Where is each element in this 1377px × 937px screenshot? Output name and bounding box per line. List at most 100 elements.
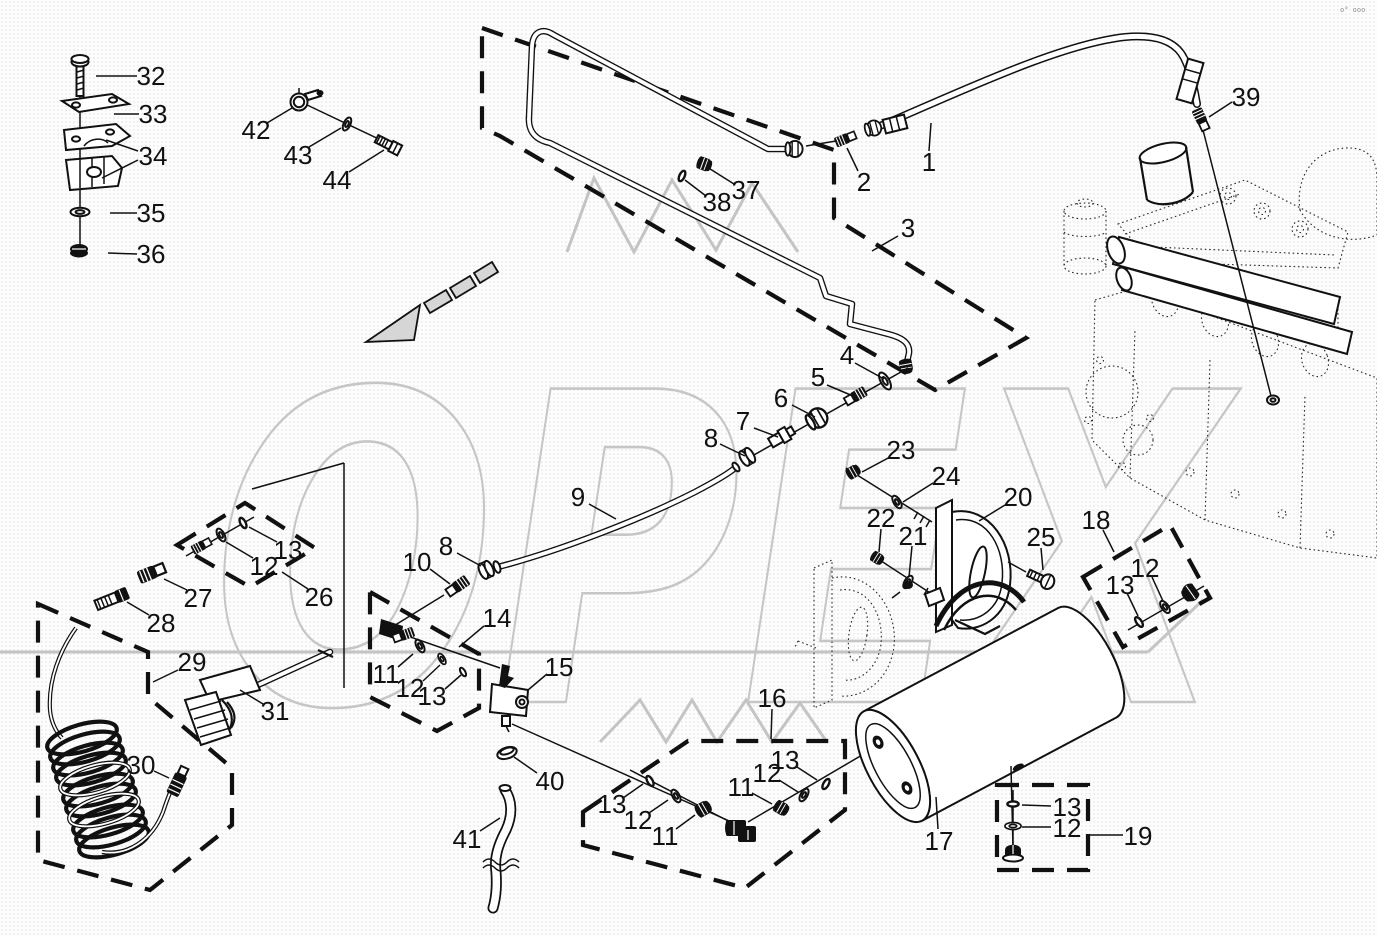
callout-label-34: 34 <box>139 141 168 171</box>
callout-35: 35 <box>110 198 165 228</box>
callout-leader-13 <box>622 783 644 799</box>
callout-leader-3 <box>871 235 899 252</box>
callout-leader-18 <box>1102 529 1115 553</box>
callout-label-42: 42 <box>242 115 271 145</box>
group-box-19 <box>994 782 1091 873</box>
callout-leader-12 <box>1151 576 1164 602</box>
callout-label-13: 13 <box>1106 570 1135 600</box>
callout-leader-27 <box>163 578 188 591</box>
callout-28: 28 <box>126 601 175 638</box>
callout-label-13: 13 <box>771 745 800 775</box>
group-box-3 <box>479 25 1031 393</box>
callout-37: 37 <box>706 166 760 205</box>
part-fitting-10 <box>391 573 472 628</box>
group-boxes <box>35 25 1213 893</box>
callout-leader-21 <box>908 545 913 578</box>
watermark: OPEX <box>0 174 1242 805</box>
callout-label-33: 33 <box>139 99 168 129</box>
callout-leader-4 <box>854 362 885 380</box>
callout-leader-13 <box>796 766 818 781</box>
callout-13: 13 <box>418 674 462 711</box>
callout-16: 16 <box>758 683 787 740</box>
callout-leader-5 <box>826 384 854 397</box>
callout-leader-12 <box>225 541 254 559</box>
screw-25 <box>1025 568 1056 591</box>
callout-label-12: 12 <box>396 673 425 703</box>
callout-label-16: 16 <box>758 683 787 713</box>
callout-leader-31 <box>239 689 264 705</box>
part-ghost-bracket <box>793 559 895 709</box>
ring-13 <box>1006 800 1020 808</box>
callout-label-20: 20 <box>1004 482 1033 512</box>
callout-label-11: 11 <box>652 821 679 851</box>
clamp-34 <box>62 122 132 192</box>
callout-leader-11 <box>397 653 414 668</box>
callout-label-6: 6 <box>774 383 788 413</box>
callout-label-40: 40 <box>536 766 565 796</box>
callout-43: 43 <box>284 127 342 170</box>
callout-15: 15 <box>527 652 574 691</box>
callout-leader-12 <box>422 664 441 682</box>
callout-label-27: 27 <box>184 583 213 613</box>
callout-30: 30 <box>127 750 170 780</box>
callout-8: 8 <box>439 531 482 567</box>
callout-leader-13 <box>444 674 462 690</box>
callout-label-18: 18 <box>1082 505 1111 535</box>
part-blow-gun-31 <box>183 648 334 747</box>
part-cap-40 <box>496 745 518 761</box>
callout-label-4: 4 <box>840 340 854 370</box>
callout-label-22: 22 <box>867 503 896 533</box>
rod-to-engine <box>1202 129 1272 397</box>
callout-leader-13 <box>1021 804 1052 807</box>
callout-20: 20 <box>978 482 1033 522</box>
callout-13: 13 <box>248 526 302 565</box>
part-tank-17 <box>854 605 1126 849</box>
callout-leader-25 <box>1040 547 1044 571</box>
callout-label-31: 31 <box>261 696 290 726</box>
callout-label-1: 1 <box>922 147 936 177</box>
callout-31: 31 <box>239 689 290 726</box>
callout-44: 44 <box>323 149 385 195</box>
part-hose-1 <box>862 32 1272 397</box>
callout-label-13: 13 <box>1053 792 1082 822</box>
callout-leader-22 <box>878 528 882 553</box>
callout-12: 12 <box>1131 553 1164 602</box>
callout-leader-16 <box>770 708 773 740</box>
callout-26: 26 <box>281 571 333 612</box>
callout-18: 18 <box>1082 505 1115 553</box>
part-box19-fittings <box>1002 790 1024 863</box>
callout-32: 32 <box>96 61 165 91</box>
callout-38: 38 <box>684 179 731 217</box>
construction-lines <box>251 462 345 688</box>
callout-leader-15 <box>527 673 548 691</box>
callout-leader-11 <box>675 814 696 830</box>
part-box16-fittings <box>629 747 875 842</box>
callout-22: 22 <box>867 503 896 553</box>
group-box-16 <box>580 738 848 891</box>
callout-11: 11 <box>728 772 773 805</box>
callout-leader-12 <box>648 799 669 814</box>
callout-label-15: 15 <box>545 652 574 682</box>
callout-leader-36 <box>107 252 138 255</box>
callout-leader-20 <box>978 504 1006 522</box>
callout-leader-13 <box>1126 592 1139 617</box>
corner-scan-marks: o° ooo <box>1340 6 1365 14</box>
callout-label-11: 11 <box>728 772 755 802</box>
callout-13: 13 <box>1106 570 1139 617</box>
callout-leader-6 <box>791 404 816 418</box>
callout-label-17: 17 <box>925 826 954 856</box>
callout-label-32: 32 <box>137 61 166 91</box>
callout-41: 41 <box>453 817 501 854</box>
callout-label-2: 2 <box>857 167 871 197</box>
callout-33: 33 <box>114 99 167 129</box>
callout-5: 5 <box>811 362 854 397</box>
callout-2: 2 <box>846 147 871 197</box>
part-fitting-28 <box>93 587 130 612</box>
callout-leader-13 <box>248 526 278 543</box>
filler-neck <box>1138 141 1195 206</box>
callout-leader-9 <box>588 503 617 520</box>
callout-label-12: 12 <box>250 551 279 581</box>
pipe-end-nut <box>784 139 804 159</box>
group-box-26 <box>172 500 319 590</box>
direction-arrow-icon <box>362 260 500 344</box>
